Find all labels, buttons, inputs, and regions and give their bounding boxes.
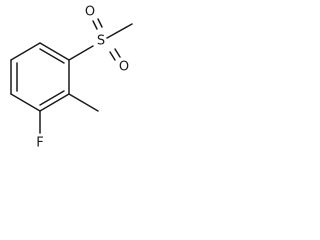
ring-bond-c2-c3 xyxy=(10,42,41,61)
double-bond-s-o-top-b xyxy=(97,18,103,28)
double-bond-s-o-top-a xyxy=(92,20,98,30)
atom-oxygen-bottom: O xyxy=(119,60,129,75)
fluoro-group: F xyxy=(36,110,44,151)
ring-bond-c1-c2 xyxy=(39,42,70,61)
methylsulfonyl-group: O S O xyxy=(68,5,133,75)
bond-ring-to-sulfur xyxy=(68,45,94,61)
atom-sulfur: S xyxy=(97,34,105,49)
double-bond-s-o-bottom-b xyxy=(114,48,121,58)
methyl-group xyxy=(68,93,99,112)
double-bond-inner-c5-c6 xyxy=(39,90,65,106)
atom-fluorine: F xyxy=(36,136,43,151)
benzene-ring xyxy=(10,42,70,112)
ring-bond-c5-c6 xyxy=(39,93,70,112)
bond-ring-to-methyl xyxy=(68,93,99,112)
structure-diagram: O S O F xyxy=(10,5,133,151)
double-bond-s-o-bottom-a xyxy=(109,51,116,61)
atom-oxygen-top: O xyxy=(85,5,95,20)
double-bond-inner-c1-c2 xyxy=(39,48,65,64)
ring-bond-c4-c5 xyxy=(10,93,41,112)
bond-sulfur-to-methyl xyxy=(106,23,133,39)
